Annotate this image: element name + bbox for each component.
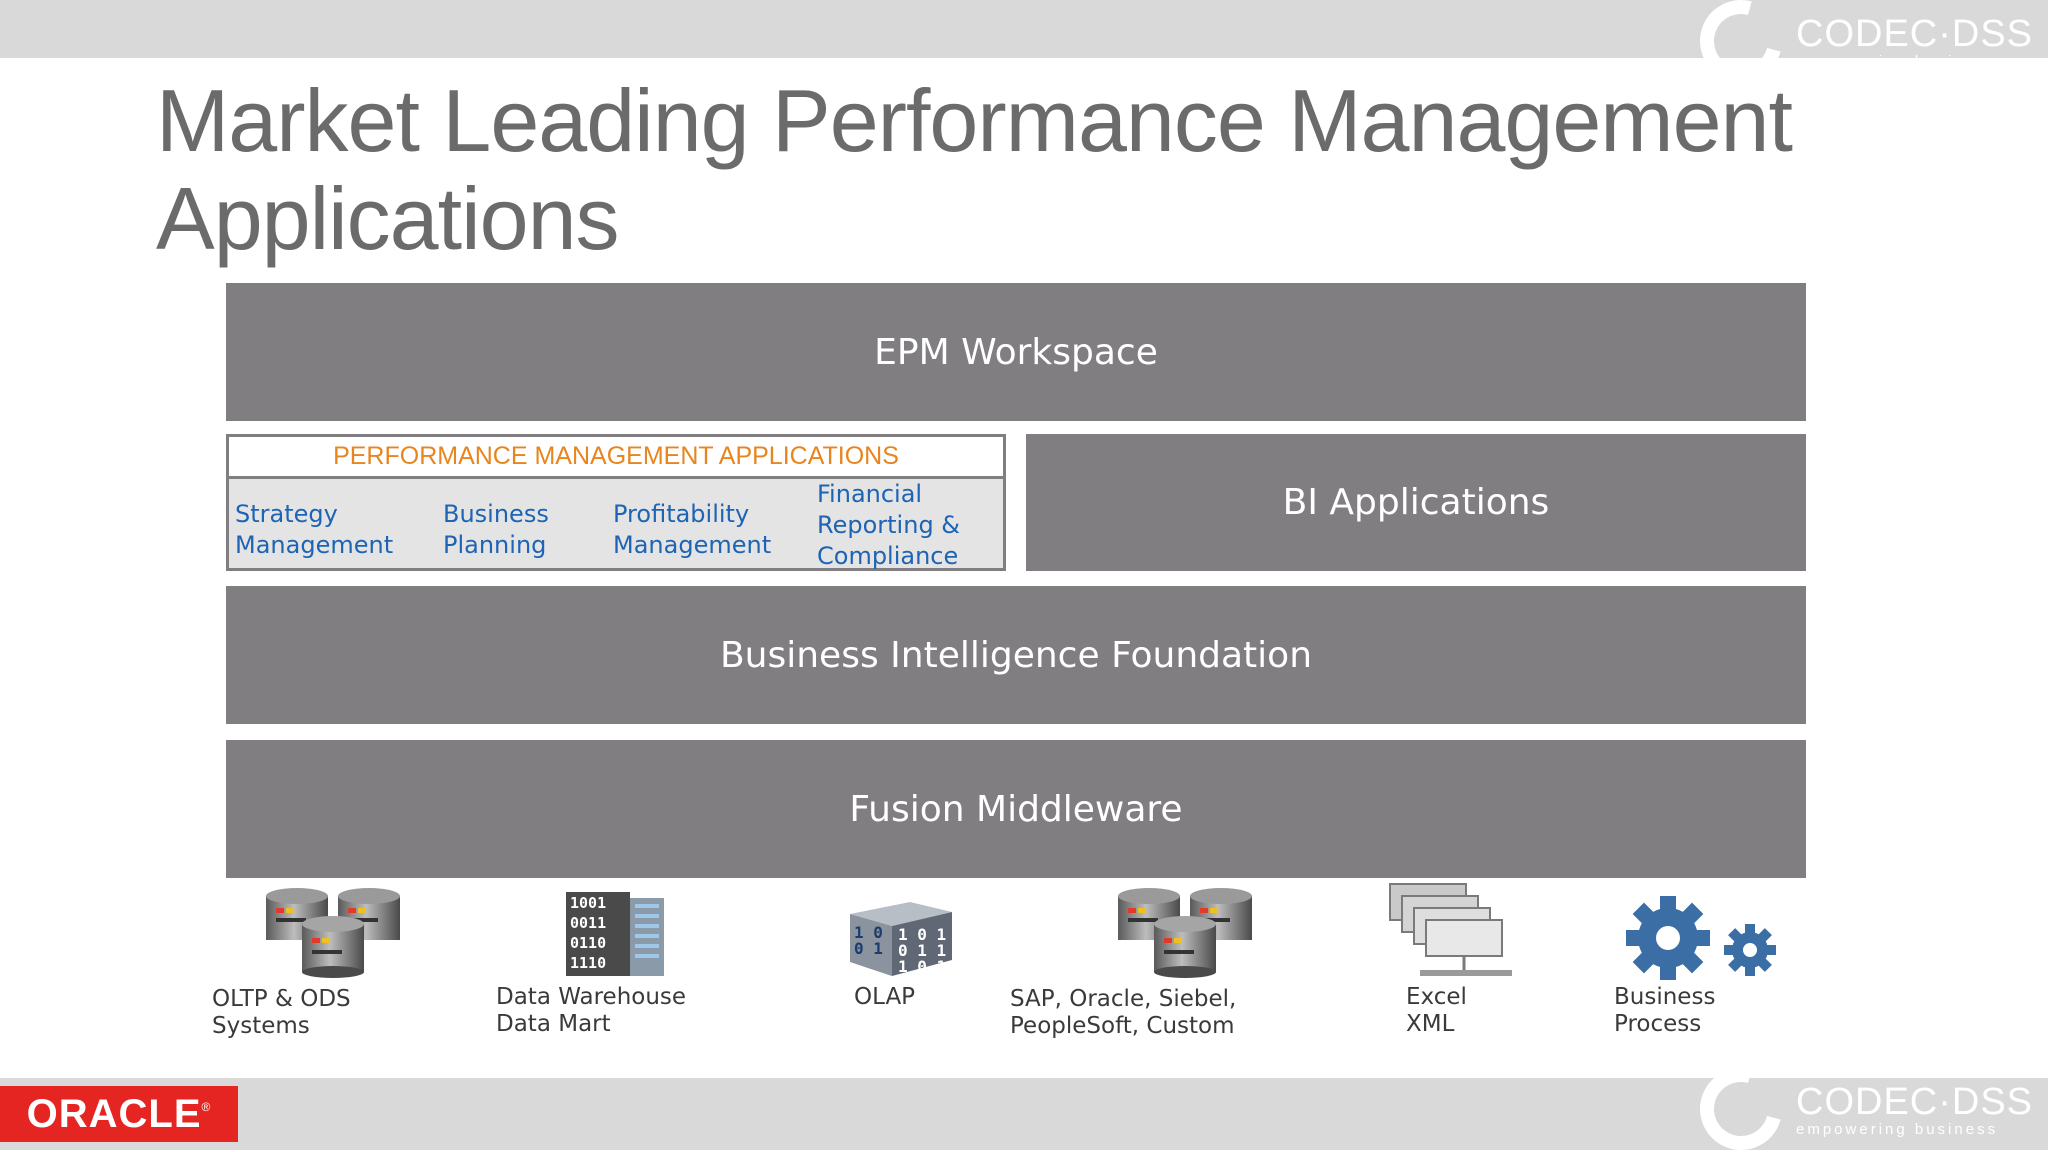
codec-ring-icon (1684, 1052, 1798, 1152)
slide-title: Market Leading Performance Management Ap… (156, 72, 1796, 268)
slide-title-line-1: Market Leading Performance Management (156, 71, 1793, 170)
pma-header: PERFORMANCE MANAGEMENT APPLICATIONS (229, 437, 1003, 479)
pma-item-business-planning: Business Planning (443, 500, 549, 559)
top-banner (0, 0, 2048, 58)
pma-item-profitability-management: Profitability Management (613, 500, 772, 559)
codec-dss-logo-bottom: CODEC·DSS empowering business (1684, 1052, 2034, 1152)
bi-applications-block: BI Applications (1026, 434, 1806, 571)
documents-stack-icon (1389, 883, 1512, 976)
svg-text:0 1 1: 0 1 1 (898, 941, 946, 960)
bi-applications-label: BI Applications (1282, 482, 1550, 523)
bi-foundation-block: Business Intelligence Foundation (226, 586, 1806, 724)
source-label-oltp-ods: OLTP & ODS Systems (212, 986, 351, 1039)
svg-text:1001: 1001 (570, 894, 606, 912)
svg-text:1 0: 1 0 (854, 923, 883, 942)
codec-logo-name: CODEC·DSS (1796, 1080, 2034, 1123)
codec-logo-name: CODEC·DSS (1796, 12, 2034, 55)
svg-text:0110: 0110 (570, 934, 606, 952)
oracle-registered-mark: ® (201, 1100, 212, 1114)
codec-logo-tagline: empowering business (1796, 1120, 1999, 1138)
slide-title-line-2: Applications (156, 169, 620, 268)
source-label-erp-systems: SAP, Oracle, Siebel, PeopleSoft, Custom (1010, 986, 1237, 1039)
oracle-logo-text: ORACLE (26, 1091, 202, 1136)
svg-text:1 0 1: 1 0 1 (898, 957, 946, 976)
source-label-olap: OLAP (854, 984, 916, 1010)
codec-logo-tagline: empowering business (1796, 52, 1999, 70)
fusion-middleware-block: Fusion Middleware (226, 740, 1806, 878)
binary-building-icon: 1001 0011 0110 1110 (566, 892, 664, 976)
svg-text:0 1: 0 1 (854, 939, 883, 958)
bottom-banner (0, 1078, 2048, 1150)
svg-text:1 0 1: 1 0 1 (898, 925, 946, 944)
database-cluster-icon (1118, 888, 1252, 978)
database-cluster-icon (266, 888, 400, 978)
pma-item-strategy-management: Strategy Management (235, 500, 394, 559)
oracle-logo: ORACLE ® (0, 1086, 238, 1142)
pma-items: Strategy Management Business Planning Pr… (229, 479, 1003, 570)
pma-item-financial-reporting: Financial Reporting & Compliance (817, 480, 961, 570)
binary-cube-icon: 1 0 10 1 11 0 1 1 00 1 (850, 902, 952, 976)
epm-workspace-label: EPM Workspace (874, 331, 1158, 373)
source-label-excel-xml: Excel XML (1406, 984, 1467, 1037)
gears-icon (1626, 896, 1776, 980)
svg-text:0011: 0011 (570, 914, 606, 932)
source-label-data-warehouse: Data Warehouse Data Mart (496, 984, 687, 1037)
codec-dss-logo-top: CODEC·DSS empowering business (1684, 0, 2034, 98)
source-label-business-process: Business Process (1614, 984, 1716, 1037)
bi-foundation-label: Business Intelligence Foundation (719, 634, 1313, 676)
performance-management-applications-box: PERFORMANCE MANAGEMENT APPLICATIONS Stra… (226, 434, 1006, 571)
svg-text:1110: 1110 (570, 954, 606, 972)
epm-workspace-block: EPM Workspace (226, 283, 1806, 421)
fusion-middleware-label: Fusion Middleware (849, 788, 1183, 830)
